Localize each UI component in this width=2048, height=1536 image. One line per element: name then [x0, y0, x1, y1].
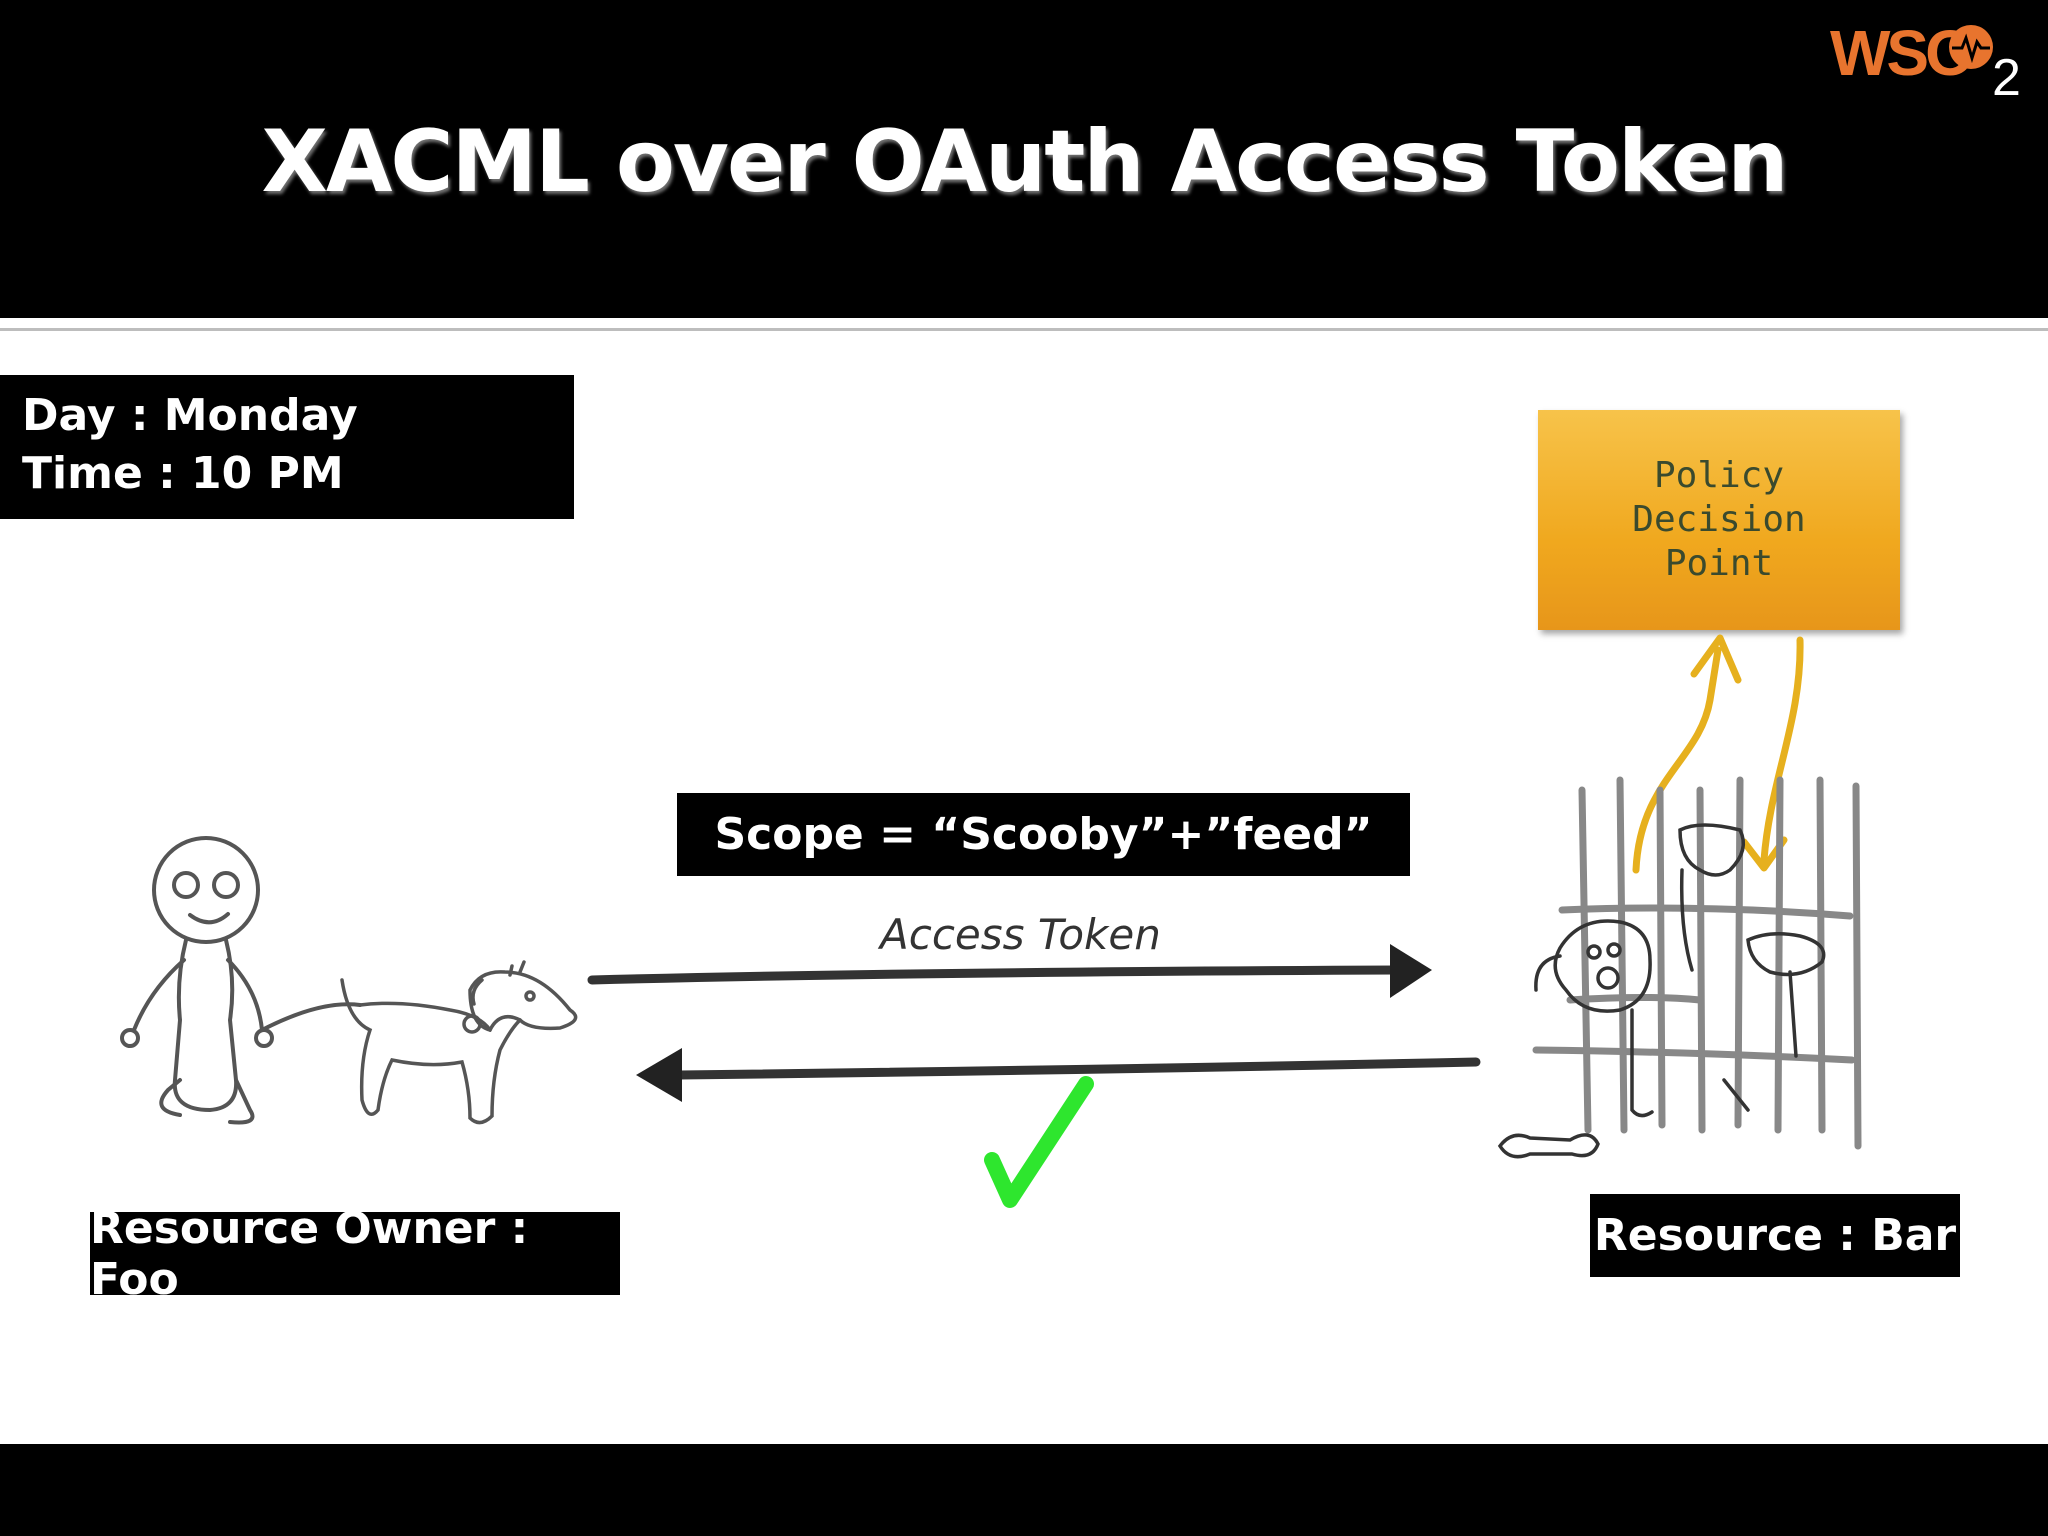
response-arrow — [636, 1048, 1481, 1102]
time-line: Time : 10 PM — [22, 448, 344, 499]
logo-pulse-icon — [1949, 25, 1993, 69]
pdp-request-arrow — [1632, 634, 1742, 874]
slide-header — [0, 0, 2048, 318]
dog-cage — [1532, 776, 1862, 1150]
checkmark-icon — [984, 1076, 1094, 1208]
dog-on-leash — [340, 960, 578, 1125]
resource-owner-figure — [120, 836, 362, 1125]
pdp-response-arrow — [1740, 636, 1804, 872]
scope-label-box: Scope = “Scooby”+”feed” — [677, 793, 1410, 876]
slide-footer — [0, 1444, 2048, 1536]
resource-label: Resource : Bar — [1590, 1194, 1960, 1277]
caged-dogs — [1497, 823, 1826, 1159]
header-divider — [0, 318, 2048, 331]
pdp-line-1: Policy — [1653, 455, 1785, 496]
logo-subscript: 2 — [1992, 49, 2021, 107]
pdp-line-3: Point — [1664, 543, 1774, 584]
policy-decision-point-box: Policy Decision Point — [1538, 410, 1900, 630]
access-token-arrow — [587, 944, 1432, 998]
pdp-line-2: Decision — [1632, 499, 1806, 540]
slide-title: XACML over OAuth Access Token — [261, 112, 1789, 212]
day-line: Day : Monday — [22, 390, 358, 441]
resource-owner-label: Resource Owner : Foo — [90, 1203, 620, 1305]
access-token-label: Access Token — [880, 910, 1161, 959]
day-time-box: Day : Monday Time : 10 PM — [0, 375, 574, 519]
